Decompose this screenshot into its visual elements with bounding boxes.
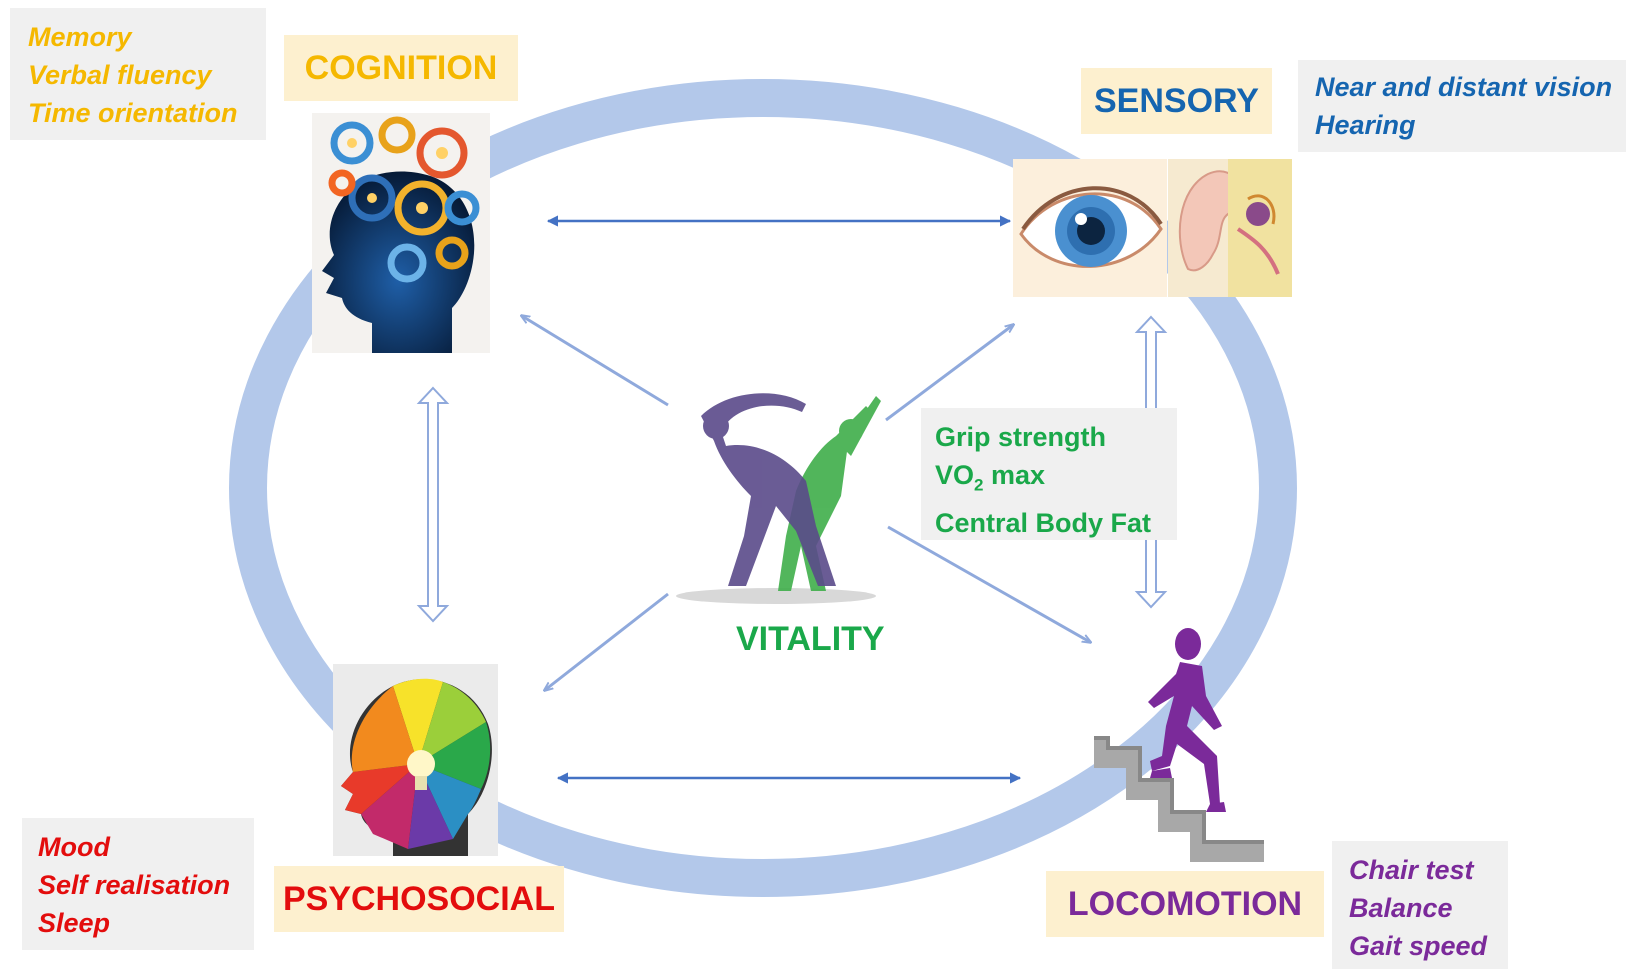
psychosocial-item: Self realisation	[38, 870, 231, 900]
sensory-title: SENSORY	[1081, 68, 1272, 134]
sensory-measures: Near and distant vision Hearing	[1298, 60, 1626, 152]
cognition-measures: Memory Verbal fluency Time orientation	[10, 8, 266, 140]
stair-climber-icon	[1092, 626, 1270, 862]
locomotion-item: Chair test	[1349, 855, 1474, 885]
vitality-measures: Grip strength VO2 max Central Body Fat	[921, 408, 1177, 540]
sensory-item: Near and distant vision	[1315, 72, 1613, 102]
arrow-vitality-locomotion	[887, 525, 1090, 642]
cognition-item: Memory	[28, 22, 132, 52]
psychosocial-measures: Mood Self realisation Sleep	[22, 818, 254, 950]
sensory-item: Hearing	[1315, 110, 1416, 140]
locomotion-title: LOCOMOTION	[1046, 871, 1324, 937]
arrow-vitality-psychosocial	[545, 592, 669, 690]
locomotion-item: Balance	[1349, 893, 1453, 923]
vo2-prefix: VO	[935, 460, 975, 490]
eye-icon	[1013, 159, 1167, 297]
psychosocial-item: Sleep	[38, 908, 111, 938]
rainbow-head-lightbulb-icon	[333, 664, 498, 856]
arrow-cognition-psychosocial	[416, 386, 450, 623]
vitality-ring	[229, 79, 1297, 897]
vo2-subscript: 2	[974, 475, 984, 495]
stretching-figures-icon	[666, 386, 886, 606]
locomotion-item: Gait speed	[1349, 931, 1488, 961]
measure-central-body-fat: Central Body Fat	[935, 508, 1152, 539]
vo2-suffix: max	[983, 460, 1046, 490]
measure-vo2-max: VO2 max	[935, 456, 1177, 504]
cognition-item: Time orientation	[28, 98, 238, 128]
arrow-vitality-sensory	[885, 325, 1013, 422]
vitality-label: VITALITY	[736, 620, 885, 658]
locomotion-measures: Chair test Balance Gait speed	[1332, 841, 1508, 969]
arrow-vitality-cognition	[522, 316, 669, 407]
psychosocial-item: Mood	[38, 832, 110, 862]
cognition-item: Verbal fluency	[28, 60, 212, 90]
cognition-title: COGNITION	[284, 35, 518, 101]
ear-icon	[1168, 159, 1292, 297]
measure-grip-strength: Grip strength	[935, 422, 1107, 452]
gears-head-icon	[312, 113, 490, 353]
psychosocial-title: PSYCHOSOCIAL	[274, 866, 564, 932]
